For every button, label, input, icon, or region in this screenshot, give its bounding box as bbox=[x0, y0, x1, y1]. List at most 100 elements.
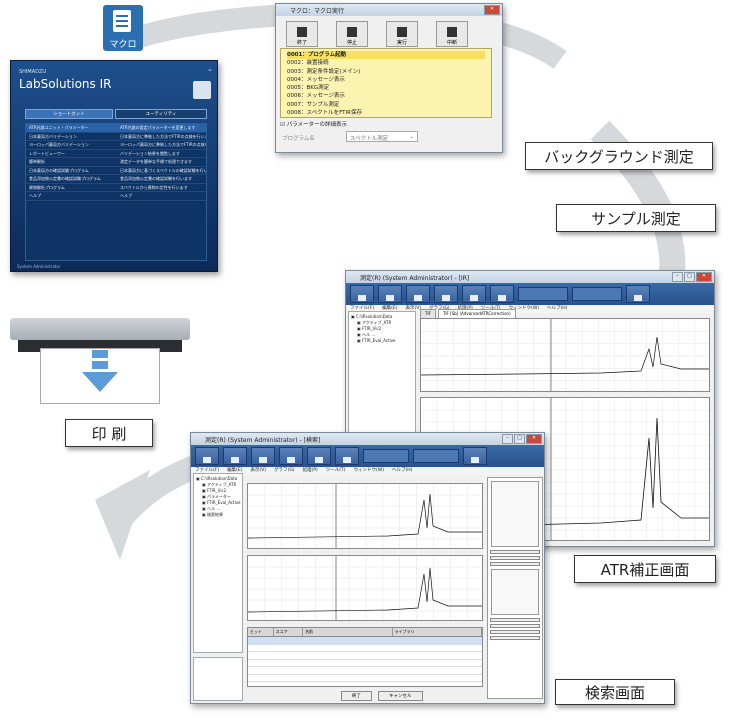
panel-button[interactable] bbox=[490, 556, 540, 560]
close-icon[interactable]: ✕ bbox=[526, 434, 542, 444]
list-item[interactable]: 簡単解析測定データを簡単な手順で処理できます bbox=[26, 158, 206, 167]
macro-step[interactable]: 0004：メッセージ表示 bbox=[287, 76, 345, 83]
list-item[interactable]: ヘルプヘルプ bbox=[26, 192, 206, 201]
panel-button[interactable] bbox=[490, 630, 540, 634]
table-row[interactable] bbox=[248, 660, 482, 667]
toolbar-button[interactable] bbox=[434, 285, 458, 303]
menu-item[interactable]: ヘルプ(H) bbox=[392, 468, 413, 473]
toolbar-button[interactable] bbox=[406, 285, 430, 303]
menu-item[interactable]: 表示(V) bbox=[250, 468, 267, 473]
macro-step[interactable]: 0008：スペクトルをFTIR保存 bbox=[287, 110, 362, 117]
menu-item[interactable]: 編集(E) bbox=[382, 306, 398, 311]
program-select[interactable]: スペクトル測定⌄ bbox=[346, 131, 418, 142]
file-tree[interactable]: ▣ C:\IRsolution\Data▣ アクティブ_ATR▣ FTIR_Vi… bbox=[193, 473, 243, 653]
minimize-icon[interactable]: – bbox=[502, 434, 513, 444]
toolbar-button[interactable] bbox=[335, 447, 359, 465]
panel-button[interactable] bbox=[490, 562, 540, 566]
toolbar-button[interactable] bbox=[378, 285, 402, 303]
toolbar-button[interactable] bbox=[195, 447, 219, 465]
tree-item[interactable]: ▣ アクティブ_ATR bbox=[357, 320, 392, 325]
minimize-icon[interactable]: – bbox=[672, 272, 683, 282]
table-row[interactable] bbox=[248, 667, 482, 675]
macro-step[interactable]: 0007：サンプル測定 bbox=[287, 101, 340, 108]
toolbar-dropdown[interactable] bbox=[363, 449, 409, 463]
tree-item[interactable]: ▣ C:\IRsolution\Data bbox=[196, 476, 238, 481]
macro-step[interactable]: 0002：装置接続 bbox=[287, 60, 329, 67]
menu-item[interactable]: ウィンドウ(W) bbox=[508, 306, 540, 311]
menu-item[interactable]: 処理(P) bbox=[458, 305, 473, 313]
search-plot-top[interactable] bbox=[247, 483, 483, 549]
list-item[interactable]: 食品添加物公定書の確認試験プログラム食品添加物公定書の確認試験を行います bbox=[26, 175, 206, 184]
tab-atr-correction[interactable]: TIF [Sb] (AdvancedATRCorrection) bbox=[437, 309, 516, 318]
tree-item[interactable]: ▣ FTIR_Vic2 bbox=[202, 488, 227, 493]
menu-item[interactable]: ヘルプ(H) bbox=[547, 306, 568, 311]
table-row[interactable] bbox=[248, 675, 482, 682]
table-row[interactable] bbox=[248, 637, 482, 645]
maximize-icon[interactable]: □ bbox=[684, 272, 695, 282]
column-header[interactable]: 名前 bbox=[303, 628, 393, 636]
menu-item[interactable]: 編集(E) bbox=[227, 468, 243, 473]
macro-button[interactable]: 中断 bbox=[436, 21, 468, 47]
dialog-button[interactable]: キャンセル bbox=[378, 691, 423, 701]
toolbar-dropdown[interactable] bbox=[413, 449, 459, 463]
macro-button[interactable]: 実行 bbox=[386, 21, 418, 47]
menu-item[interactable]: ツール(T) bbox=[325, 468, 346, 473]
menu-item[interactable]: ファイル(F) bbox=[195, 468, 220, 473]
search-options[interactable] bbox=[491, 569, 539, 615]
toolbar-button[interactable] bbox=[307, 447, 331, 465]
toolbar-button[interactable] bbox=[463, 447, 487, 465]
tree-item[interactable]: ▣ C:\IRsolution\Data bbox=[351, 314, 393, 319]
menu-item[interactable]: グラフ(G) bbox=[429, 305, 450, 313]
table-row[interactable] bbox=[248, 682, 482, 686]
menu-item[interactable]: ウィンドウ(W) bbox=[353, 468, 385, 473]
toolbar-button[interactable] bbox=[251, 447, 275, 465]
column-header[interactable]: ヒット bbox=[248, 628, 274, 636]
menu-item[interactable]: 表示(V) bbox=[405, 306, 422, 311]
list-item[interactable]: 日本薬局方バリデーション日本薬局方に準拠した方法でFTIRの点検を行います bbox=[26, 133, 206, 141]
tree-item[interactable]: ▣ ヘル ... bbox=[357, 332, 376, 337]
toolbar-dropdown[interactable] bbox=[518, 287, 568, 301]
list-item[interactable]: ヨーロッパ薬局方バリデーションヨーロッパ薬局方に準拠した方法でFTIRの点検を行… bbox=[26, 141, 206, 150]
detail-checkbox[interactable]: ☑ パラメーターの詳細表示 bbox=[280, 122, 348, 128]
toolbar-dropdown[interactable] bbox=[572, 287, 622, 301]
tree-item[interactable]: ▣ FTIR_Eval_Active bbox=[357, 338, 396, 343]
macro-button[interactable]: 終了 bbox=[286, 21, 318, 47]
panel-button[interactable] bbox=[490, 624, 540, 628]
tab-shortcut[interactable]: ショートカット bbox=[25, 109, 113, 119]
column-header[interactable]: ライブラリ bbox=[393, 628, 482, 636]
tree-item[interactable]: ▣ アクティブ_ATR bbox=[202, 482, 237, 487]
toolbar-button[interactable] bbox=[350, 285, 374, 303]
panel-button[interactable] bbox=[490, 550, 540, 554]
close-icon[interactable]: ✕ bbox=[696, 272, 712, 282]
list-item[interactable]: 異物解析プログラムスペクトルから異物の定性を行います bbox=[26, 184, 206, 192]
toolbar-button[interactable] bbox=[462, 285, 486, 303]
tree-item[interactable]: ▣ 検索結果 bbox=[202, 512, 224, 517]
panel-button[interactable] bbox=[490, 636, 540, 640]
table-row[interactable] bbox=[248, 652, 482, 660]
tab-utility[interactable]: ユーティリティ bbox=[115, 109, 207, 119]
close-icon[interactable]: ✕ bbox=[484, 5, 500, 15]
menu-item[interactable]: ファイル(F) bbox=[350, 306, 375, 311]
toolbar-button[interactable] bbox=[490, 285, 514, 303]
menu-item[interactable]: グラフ(G) bbox=[274, 468, 295, 473]
macro-step[interactable]: 0003：測定条件設定(メイン) bbox=[287, 68, 361, 75]
tree-item[interactable]: ▣ ヘル ... bbox=[202, 506, 221, 511]
dialog-button[interactable]: 終了 bbox=[341, 691, 372, 701]
macro-button[interactable]: 停止 bbox=[336, 21, 368, 47]
tree-item[interactable]: ▣ FTIR_Vic2 bbox=[357, 326, 382, 331]
tab-tif[interactable]: TIF bbox=[420, 309, 436, 318]
macro-step[interactable]: 0005：BKG測定 bbox=[287, 85, 330, 92]
column-header[interactable]: スコア bbox=[274, 628, 304, 636]
menu-item[interactable]: 処理(P) bbox=[302, 468, 318, 473]
hit-table[interactable]: ヒットスコア名前ライブラリ bbox=[247, 627, 483, 687]
toolbar-button[interactable] bbox=[626, 285, 650, 303]
tree-item[interactable]: ▣ FTIR_Eval_Active bbox=[202, 500, 241, 505]
maximize-icon[interactable]: □ bbox=[514, 434, 525, 444]
settings-icon[interactable] bbox=[193, 81, 211, 99]
macro-shortcut[interactable]: マクロ bbox=[103, 5, 143, 51]
macro-step[interactable]: 0001：プログラム起動 bbox=[287, 51, 485, 60]
table-row[interactable] bbox=[248, 645, 482, 652]
list-item[interactable]: 日本薬局方の確認試験プログラム日本薬局方に基づくスペクトルの確認試験を行います bbox=[26, 167, 206, 175]
